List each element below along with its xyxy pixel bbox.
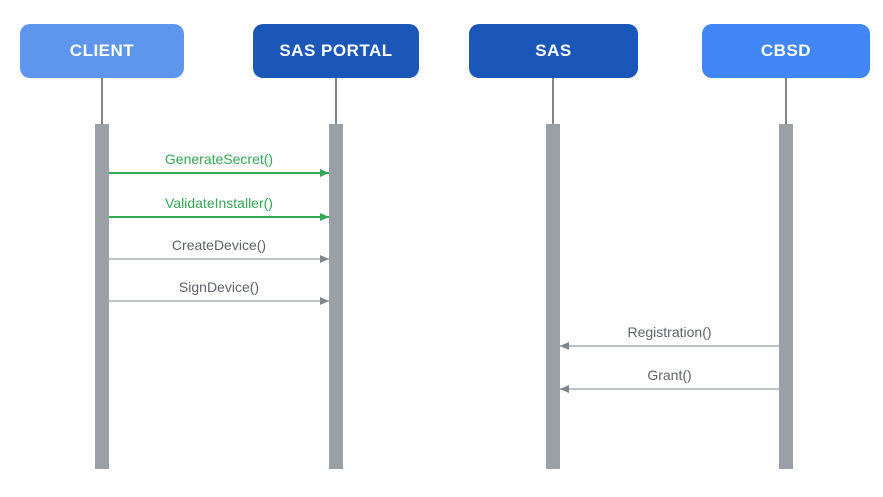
activation-bar-sas-portal xyxy=(329,124,343,469)
message-label: Grant() xyxy=(647,367,692,383)
arrowhead-right-icon xyxy=(320,169,329,177)
actor-box-client: CLIENT xyxy=(20,24,184,78)
arrowhead-right-icon xyxy=(320,213,329,221)
arrowhead-left-icon xyxy=(560,385,569,393)
message-arrow-line xyxy=(109,216,329,218)
message-label: Registration() xyxy=(627,324,712,340)
lifeline-client xyxy=(101,78,103,124)
message-validate-installer: ValidateInstaller() xyxy=(109,188,329,221)
actor-label-cbsd: CBSD xyxy=(760,41,812,60)
message-registration: Registration() xyxy=(560,317,779,350)
message-grant: Grant() xyxy=(560,360,779,393)
activation-bar-client xyxy=(95,124,109,469)
actor-box-sas: SAS xyxy=(469,24,638,78)
arrowhead-left-icon xyxy=(560,342,569,350)
lifeline-sas-portal xyxy=(335,78,337,124)
message-label: GenerateSecret() xyxy=(164,151,274,167)
activation-bar-cbsd xyxy=(779,124,793,469)
lifeline-cbsd xyxy=(785,78,787,124)
message-arrow-line xyxy=(560,388,779,390)
message-arrow-line xyxy=(560,345,779,347)
actor-box-sas-portal: SAS PORTAL xyxy=(253,24,419,78)
actor-label-client: CLIENT xyxy=(69,41,135,60)
message-label: SignDevice() xyxy=(178,279,260,295)
message-arrow-line xyxy=(109,258,329,260)
message-create-device: CreateDevice() xyxy=(109,230,329,263)
message-generate-secret: GenerateSecret() xyxy=(109,144,329,177)
message-arrow-line xyxy=(109,172,329,174)
actor-label-sas-portal: SAS PORTAL xyxy=(279,41,393,60)
actor-label-sas: SAS xyxy=(535,41,572,60)
message-arrow-line xyxy=(109,300,329,302)
arrowhead-right-icon xyxy=(320,297,329,305)
message-sign-device: SignDevice() xyxy=(109,272,329,305)
actor-box-cbsd: CBSD xyxy=(702,24,870,78)
message-label: CreateDevice() xyxy=(171,237,267,253)
lifeline-sas xyxy=(552,78,554,124)
arrowhead-right-icon xyxy=(320,255,329,263)
message-label: ValidateInstaller() xyxy=(165,195,273,211)
activation-bar-sas xyxy=(546,124,560,469)
